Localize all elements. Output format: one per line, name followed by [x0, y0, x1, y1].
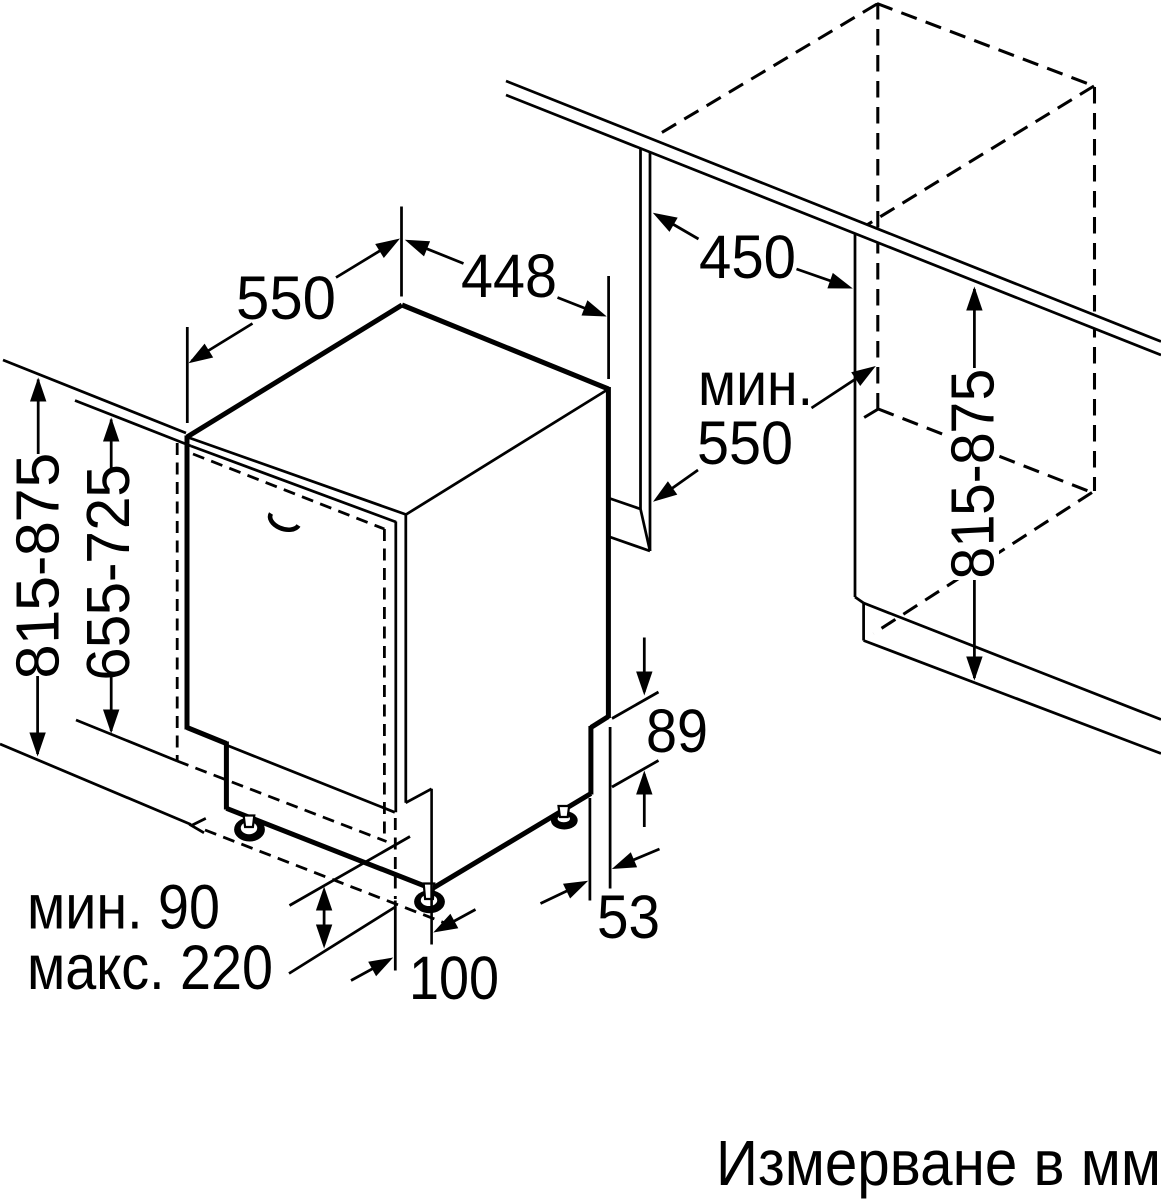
svg-text:53: 53 [597, 883, 660, 951]
svg-text:мин. 90: мин. 90 [27, 873, 220, 943]
svg-text:450: 450 [699, 223, 796, 291]
svg-text:550: 550 [697, 409, 793, 477]
svg-text:мин.: мин. [698, 350, 813, 418]
svg-text:815-875: 815-875 [4, 451, 72, 681]
svg-text:100: 100 [409, 944, 499, 1012]
svg-text:448: 448 [461, 242, 557, 310]
svg-text:Измерване в мм: Измерване в мм [716, 1127, 1161, 1199]
svg-text:550: 550 [236, 264, 336, 332]
svg-text:макс. 220: макс. 220 [27, 933, 273, 1003]
svg-text:815-875: 815-875 [939, 367, 1007, 581]
svg-text:655-725: 655-725 [74, 463, 142, 683]
svg-text:89: 89 [646, 697, 708, 765]
